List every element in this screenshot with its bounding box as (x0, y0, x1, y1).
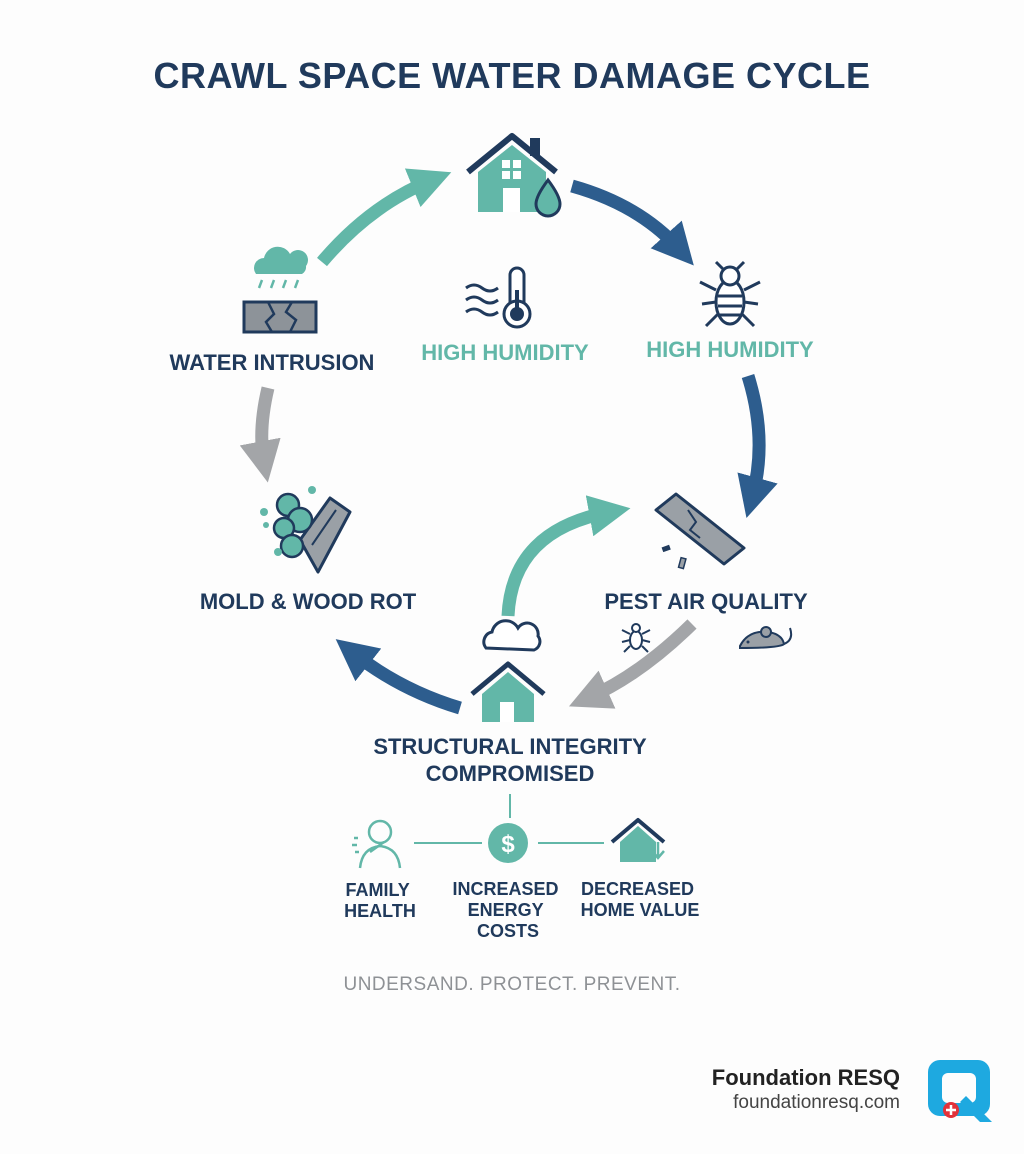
cracked-beam-icon (654, 492, 746, 570)
bug-icon (621, 623, 651, 653)
humidity-center-label: HIGH HUMIDITY (421, 340, 589, 365)
page-title: CRAWL SPACE WATER DAMAGE CYCLE (153, 55, 870, 96)
tagline: UNDERSAND. PROTECT. PREVENT. (343, 974, 680, 995)
arrow-humidity-to-pest (737, 374, 778, 519)
arrow-water-to-house (317, 168, 452, 267)
thermometer-wave-icon (465, 266, 532, 329)
svg-text:$: $ (501, 831, 515, 858)
impact-energy-line3: COSTS (477, 921, 539, 941)
house-down-arrow-icon (610, 818, 666, 862)
dollar-icon: $ (488, 823, 528, 863)
brand-name: Foundation RESQ (712, 1065, 900, 1090)
impact-energy-line2: ENERGY (468, 900, 544, 920)
impact-family-health: FAMILY HEALTH (344, 880, 416, 921)
humidity-right-label: HIGH HUMIDITY (646, 337, 814, 362)
person-coughing-icon (352, 819, 402, 869)
structural-label-line1: STRUCTURAL INTEGRITY (373, 734, 647, 759)
impact-family-health-line1: FAMILY (345, 880, 409, 900)
arrow-house-to-humidity (570, 179, 694, 266)
impact-energy-line1: INCREASED (452, 879, 558, 899)
mold-wood-icon (260, 486, 352, 574)
arrow-intrusion-to-mold (239, 386, 281, 483)
resq-logo-icon (928, 1060, 992, 1122)
water-intrusion-label: WATER INTRUSION (170, 350, 375, 375)
arrow-pest-to-structural (568, 619, 697, 709)
arrow-structural-to-mold (335, 639, 462, 715)
termite-icon (699, 260, 761, 328)
mouse-icon (739, 626, 793, 650)
mold-wood-rot-label: MOLD & WOOD ROT (200, 589, 417, 614)
house-cloud-icon (470, 619, 546, 722)
impact-energy-costs: INCREASED ENERGY COSTS (452, 879, 563, 941)
structural-label-line2: COMPROMISED (426, 761, 595, 786)
pest-air-quality-label: PEST AIR QUALITY (604, 589, 808, 614)
rain-cracked-foundation-icon (242, 246, 318, 334)
brand-url: foundationresq.com (733, 1092, 900, 1113)
impact-home-value-line1: DECREASED (581, 879, 694, 899)
impact-home-value: DECREASED HOME VALUE (581, 879, 700, 920)
arrow-structural-to-pest (501, 495, 631, 617)
house-water-drop-icon (466, 133, 562, 218)
impact-family-health-line2: HEALTH (344, 901, 416, 921)
impact-home-value-line2: HOME VALUE (581, 900, 700, 920)
